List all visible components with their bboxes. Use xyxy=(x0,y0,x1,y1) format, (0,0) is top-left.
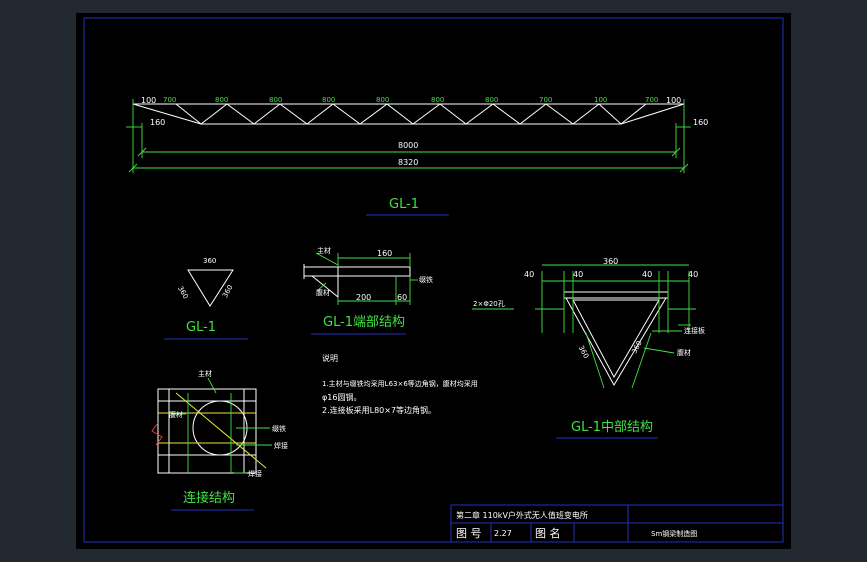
conn-label-web: 腹材 xyxy=(169,410,183,419)
section-dim-left: 360 xyxy=(176,285,190,301)
drawing-sheet: 100 700 800 800 800 800 800 800 700 100 … xyxy=(76,13,791,549)
mid-dim-side-left: 360 xyxy=(577,344,590,360)
notes-line-1: 1.主材与缀铁均采用L63×6等边角钢，腹材均采用 xyxy=(322,379,478,388)
title-drawing-name: Sm钢梁制造图 xyxy=(651,529,697,538)
notes-line-2: φ16圆钢。 xyxy=(322,392,361,402)
title-drawing-name-label: 图 名 xyxy=(535,526,561,540)
section-title: GL-1 xyxy=(186,320,216,335)
end-detail: 主材 腹材 缀铁 160 200 60 GL-1端部结构 xyxy=(303,246,433,335)
dim-seg-4: 800 xyxy=(269,96,282,104)
conn-label-weld2: 焊接 xyxy=(248,469,262,478)
dim-seg-8: 800 xyxy=(485,96,498,104)
dim-seg-2: 700 xyxy=(163,96,176,104)
notes-line-3: 2.连接板采用L80×7等边角钢。 xyxy=(322,405,436,415)
mid-label-bolt: 2×Φ20孔 xyxy=(473,300,505,308)
mid-dim-3: 40 xyxy=(642,270,652,279)
dim-overall: 8320 xyxy=(398,158,418,167)
dim-end-left: 160 xyxy=(150,118,165,127)
conn-label-main: 主材 xyxy=(198,369,212,378)
dim-seg-12: 100 xyxy=(666,96,681,105)
end-dim-bottom: 200 xyxy=(356,293,371,302)
mid-dim-side-right: 360 xyxy=(630,340,643,356)
conn-label-brace: 缀铁 xyxy=(272,424,286,433)
notes: 说明 1.主材与缀铁均采用L63×6等边角钢，腹材均采用 φ16圆钢。 2.连接… xyxy=(322,353,478,415)
dim-seg-5: 800 xyxy=(322,96,335,104)
conn-label-weld1: 焊接 xyxy=(274,441,288,450)
end-label-brace: 缀铁 xyxy=(419,275,433,284)
end-label-web: 腹材 xyxy=(316,288,330,297)
drawing-border xyxy=(83,17,784,543)
mid-label-web: 腹材 xyxy=(677,348,691,357)
title-drawing-no: 2.27 xyxy=(494,529,512,538)
end-dim-top: 160 xyxy=(377,249,392,258)
dim-end-right: 160 xyxy=(693,118,708,127)
mid-dim-4: 40 xyxy=(688,270,698,279)
mid-label-plate: 连接板 xyxy=(684,326,705,335)
end-label-main: 主材 xyxy=(317,246,331,255)
truss-dimension-labels: 100 700 800 800 800 800 800 800 700 100 … xyxy=(141,96,708,167)
title-block: 第二章 110kV户外式无人值班变电所 图 号 2.27 图 名 Sm钢梁制造图 xyxy=(450,504,784,543)
mid-detail-title: GL-1中部结构 xyxy=(571,420,653,435)
truss-title: GL-1 xyxy=(389,197,419,212)
end-detail-title: GL-1端部结构 xyxy=(323,315,405,330)
mid-dim-1: 40 xyxy=(524,270,534,279)
connection-title: 连接结构 xyxy=(183,490,235,506)
notes-heading: 说明 xyxy=(322,353,338,363)
dim-span: 8000 xyxy=(398,141,418,150)
mid-dim-2: 40 xyxy=(573,270,583,279)
title-drawing-no-label: 图 号 xyxy=(456,527,482,540)
connection-detail: 主材 腹材 缀铁 焊接 焊接 连接结构 xyxy=(151,369,288,511)
drawing-canvas: 100 700 800 800 800 800 800 800 700 100 … xyxy=(83,17,784,543)
end-dim-right: 60 xyxy=(397,293,407,302)
truss-elevation xyxy=(126,99,691,173)
section-view: 360 360 360 GL-1 xyxy=(164,257,248,340)
dim-seg-7: 800 xyxy=(431,96,444,104)
dim-seg-11: 700 xyxy=(645,96,658,104)
section-dim-top: 360 xyxy=(203,257,216,265)
dim-seg-10: 100 xyxy=(594,96,607,104)
dim-seg-3: 800 xyxy=(215,96,228,104)
dim-seg-1: 100 xyxy=(141,96,156,105)
dim-seg-6: 800 xyxy=(376,96,389,104)
title-project: 第二章 110kV户外式无人值班变电所 xyxy=(456,510,588,520)
dim-seg-9: 700 xyxy=(539,96,552,104)
mid-dim-top: 360 xyxy=(603,257,618,266)
mid-detail: 360 40 40 40 40 2×Φ20孔 连接板 腹材 360 360 GL… xyxy=(472,257,705,439)
